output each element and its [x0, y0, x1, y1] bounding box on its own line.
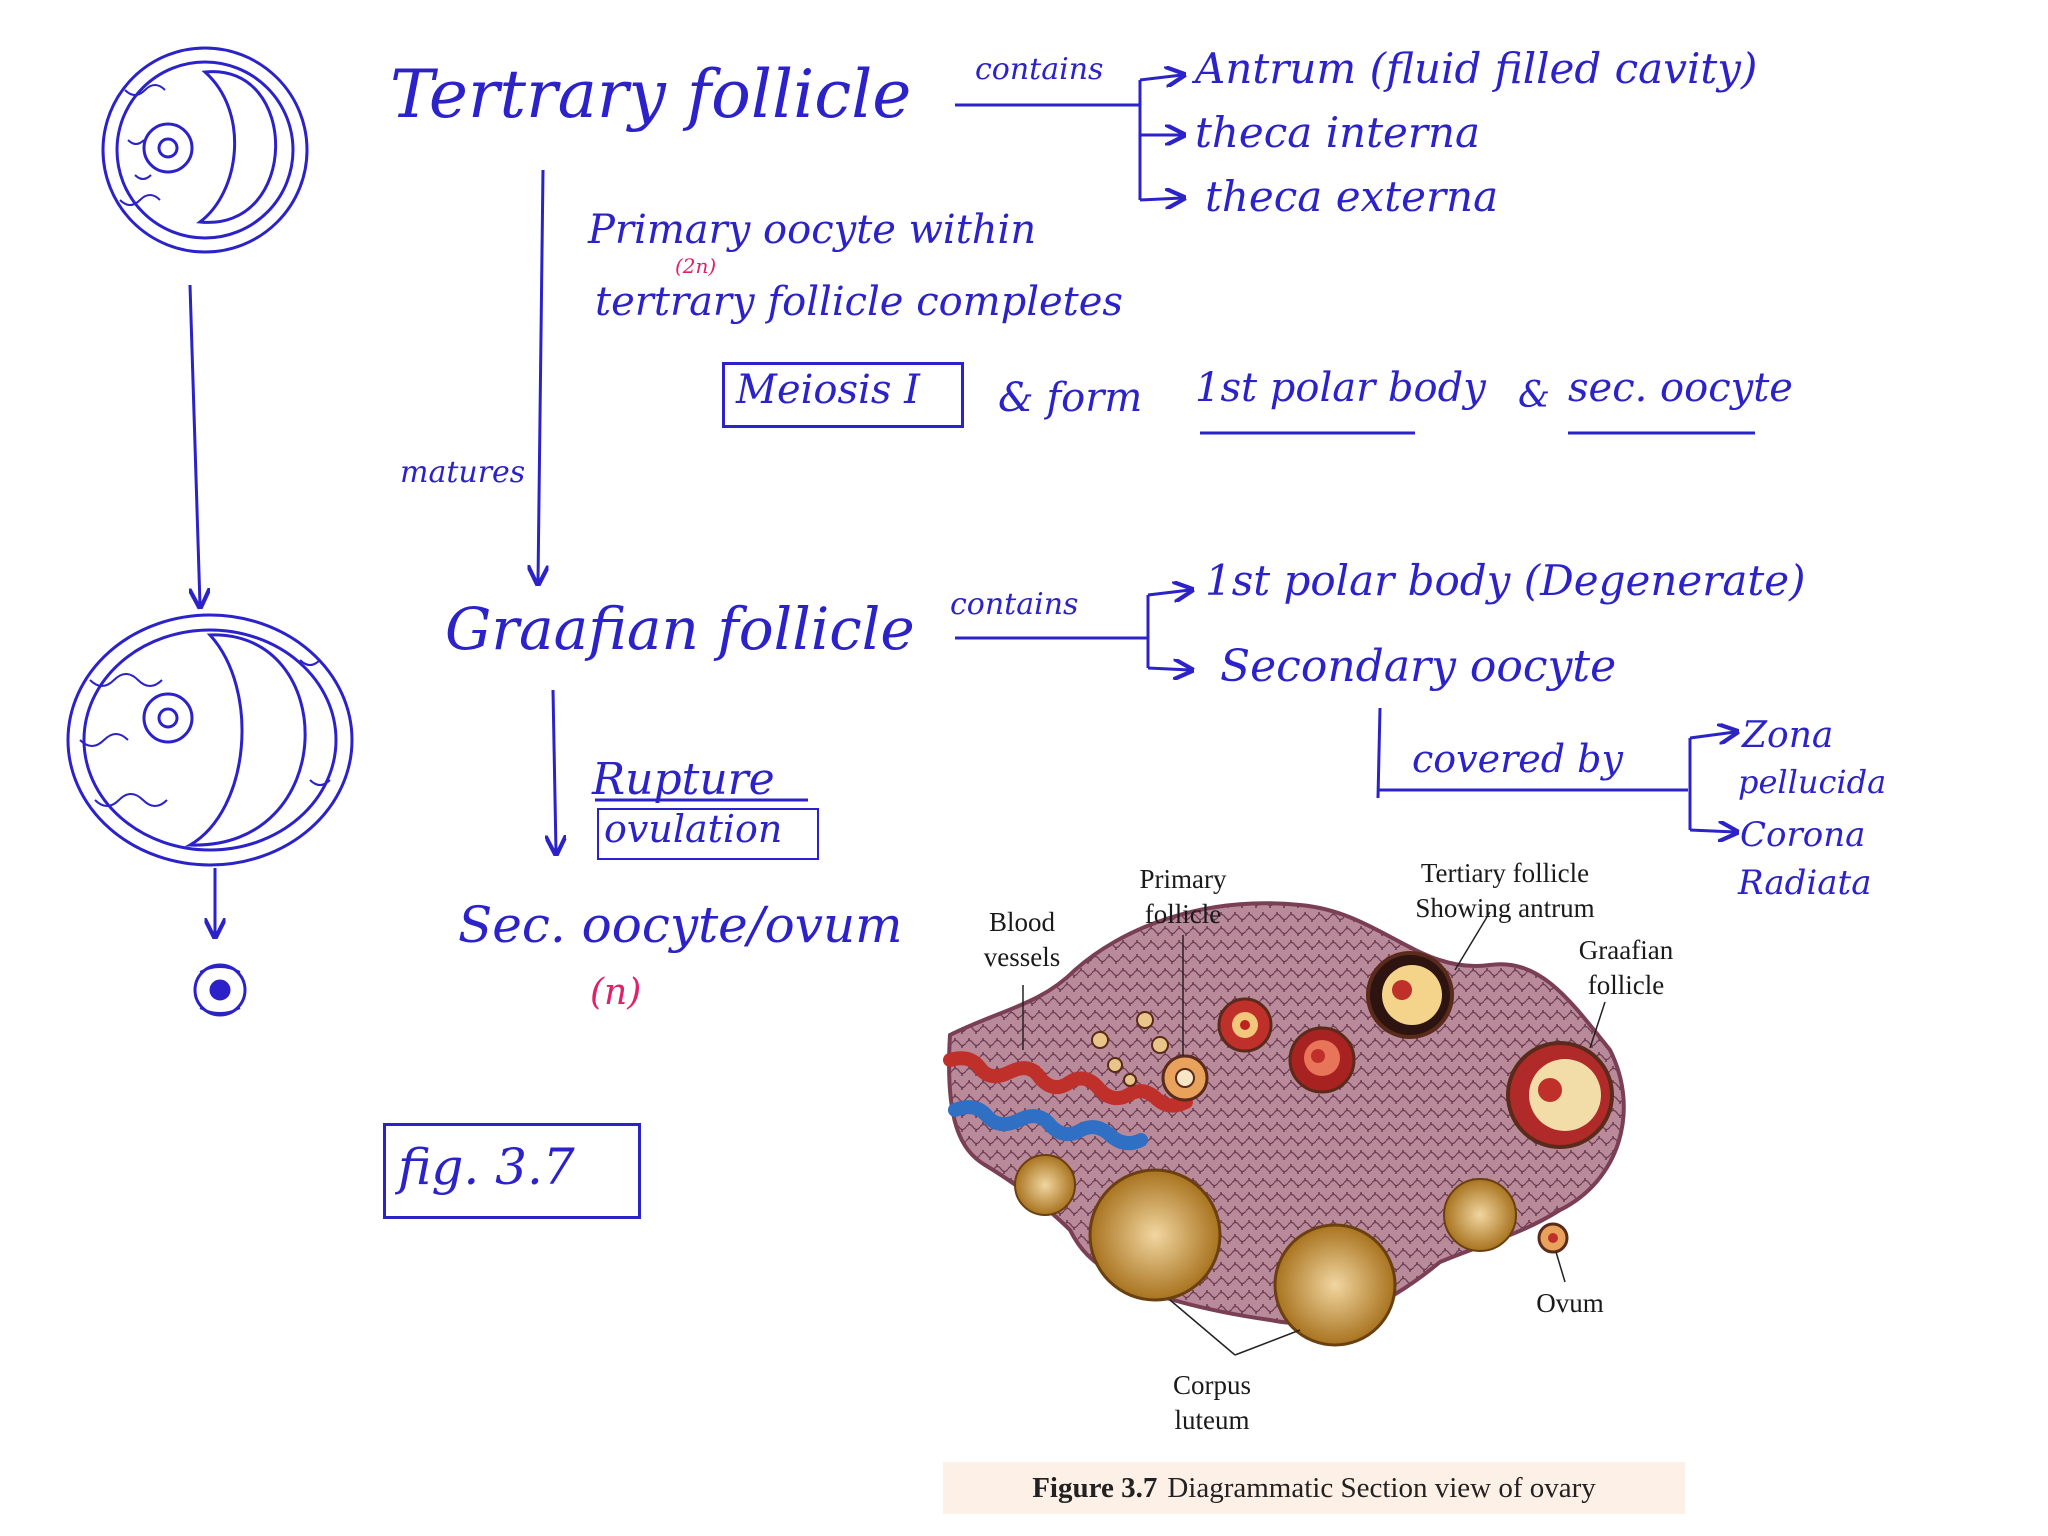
- ploidy-2n-label: (2n): [675, 254, 717, 278]
- sec-oocyte-ovum-label: Sec. oocyte/ovum: [458, 896, 903, 954]
- ovulation-box: [597, 808, 819, 860]
- figure-caption-text: Diagrammatic Section view of ovary: [1167, 1471, 1596, 1504]
- ovum-sketch: [193, 963, 247, 1017]
- corona-label: Corona: [1740, 815, 1866, 855]
- growing-follicle: [1161, 1054, 1209, 1102]
- graafian-follicle: [1506, 1041, 1614, 1149]
- pellucida-label: pellucida: [1738, 763, 1887, 801]
- sec-oocyte-label: sec. oocyte: [1568, 365, 1793, 411]
- zona-label: Zona: [1742, 715, 1834, 756]
- covered-by-label: covered by: [1412, 737, 1623, 781]
- secondary-oocyte-label: Secondary oocyte: [1220, 641, 1617, 692]
- radiata-label: Radiata: [1738, 863, 1872, 903]
- matures-arrow: [538, 169, 543, 582]
- ruptured-follicle: [1443, 1178, 1517, 1252]
- secondary-follicle: [1217, 997, 1273, 1053]
- rupture-arrow: [553, 689, 556, 852]
- primary-follicles: [1091, 1011, 1169, 1087]
- primary-oocyte-line-2: tertrary follicle completes: [595, 279, 1123, 325]
- graafian-follicle-sketch: [66, 613, 354, 867]
- tertiary-follicle-sketch: [101, 46, 309, 254]
- contains-label-2: contains: [950, 587, 1079, 622]
- ovulation-label: ovulation: [604, 807, 783, 851]
- meiosis-box: [722, 362, 964, 428]
- early-tertiary-follicle: [1288, 1026, 1356, 1094]
- matures-label: matures: [400, 455, 526, 490]
- rupture-label: Rupture: [592, 754, 775, 805]
- and-label: &: [1518, 375, 1551, 416]
- graafian-follicle-heading: Graafian follicle: [445, 595, 915, 663]
- theca-interna-label: theca interna: [1195, 108, 1481, 157]
- meiosis-label: Meiosis I: [736, 367, 920, 413]
- form-label: & form: [998, 375, 1143, 421]
- fig-ref-label: fig. 3.7: [398, 1138, 575, 1196]
- corpus-luteum-small: [1014, 1154, 1076, 1216]
- corpus-luteum-2: [1273, 1223, 1397, 1347]
- figure-caption-number: Figure 3.7: [1032, 1471, 1158, 1504]
- ovum-label: Ovum: [1536, 1288, 1604, 1318]
- contains-label-1: contains: [975, 52, 1104, 87]
- fig-ref-box: [383, 1123, 641, 1219]
- primary-oocyte-line-1: Primary oocyte within: [588, 207, 1037, 253]
- sketch-arrow-1: [188, 284, 200, 605]
- theca-externa-label: theca externa: [1205, 172, 1499, 221]
- corpus-luteum-1: [1088, 1168, 1222, 1302]
- red-blood-vessel: [943, 1051, 1193, 1113]
- tertiary-follicle-heading: Tertrary follicle: [390, 56, 912, 133]
- polar-body-degenerate-label: 1st polar body (Degenerate): [1205, 556, 1806, 605]
- ploidy-n-label: (n): [590, 972, 642, 1013]
- first-polar-body-label: 1st polar body: [1195, 365, 1486, 411]
- blue-blood-vessel: [948, 1100, 1148, 1151]
- antrum-label: Antrum (fluid filled cavity): [1195, 44, 1758, 93]
- figure-caption: Figure 3.7 Diagrammatic Section view of …: [943, 1462, 1685, 1514]
- tertiary-follicle: [1366, 951, 1454, 1039]
